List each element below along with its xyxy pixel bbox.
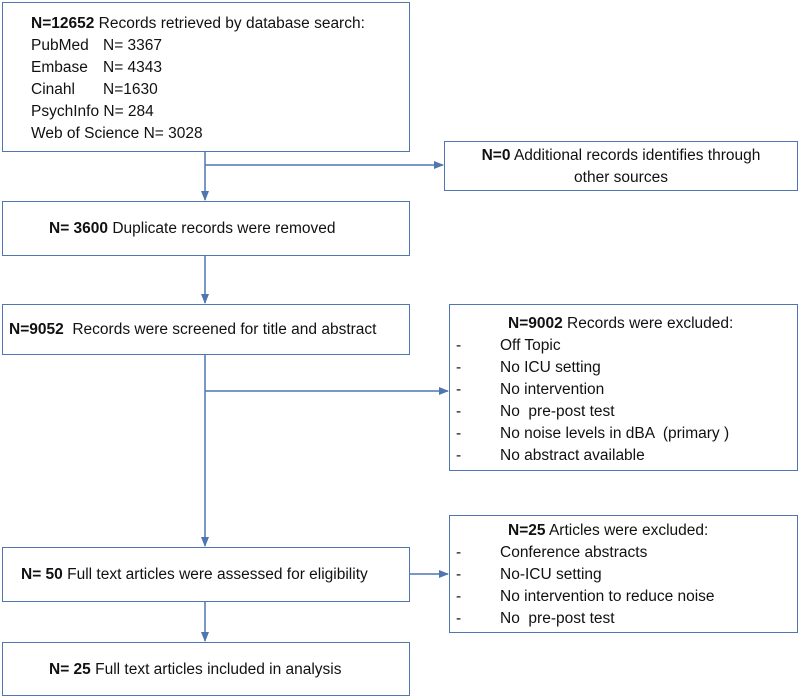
fulltext-text: Full text articles were assessed for eli… — [67, 566, 368, 583]
source-count: N= 3367 — [103, 37, 163, 54]
reason-text: No noise levels in dBA (primary ) — [500, 425, 730, 442]
additional-text: Additional records identifies through — [513, 147, 761, 164]
screened-box: N=9052 Records were screened for title a… — [2, 304, 410, 355]
bullet-dash: - — [456, 566, 462, 583]
reason-text: No abstract available — [500, 447, 645, 464]
exclusion-reason: - No abstract available — [450, 445, 797, 467]
excluded-fulltext-count: N=25 — [508, 522, 546, 539]
fulltext-box: N= 50 Full text articles were assessed f… — [2, 547, 410, 602]
source-count: N= 4343 — [103, 59, 163, 76]
reason-text: No-ICU setting — [500, 566, 602, 583]
excluded-screening-count: N=9002 — [508, 315, 563, 332]
reason-text: No intervention to reduce noise — [500, 588, 715, 605]
bullet-dash: - — [456, 381, 462, 398]
reason-text: No intervention — [500, 381, 605, 398]
source-item: Cinahl N=1630 — [31, 79, 399, 101]
additional-text-2: other sources — [574, 169, 668, 186]
bullet-dash: - — [456, 610, 462, 627]
excluded-fulltext-text: Articles were excluded: — [548, 522, 709, 539]
source-count: N= 284 — [103, 103, 154, 120]
additional-records-box: N=0 Additional records identifies throug… — [444, 141, 798, 191]
source-name: Web of Science — [31, 125, 140, 142]
included-box: N= 25 Full text articles included in ana… — [2, 642, 410, 696]
identification-box: N=12652 Records retrieved by database se… — [2, 2, 410, 152]
bullet-dash: - — [456, 544, 462, 561]
included-text: Full text articles included in analysis — [95, 661, 342, 678]
exclusion-reason: - No intervention to reduce noise — [450, 586, 797, 608]
exclusion-reason: - No ICU setting — [450, 357, 797, 379]
source-name: PubMed — [31, 37, 89, 54]
excluded-screening-reasons: - Off Topic - No ICU setting - No interventio… — [450, 335, 797, 467]
bullet-dash: - — [456, 447, 462, 464]
reason-text: Conference abstracts — [500, 544, 648, 561]
exclusion-reason: - No pre-post test — [450, 401, 797, 423]
source-count: N=1630 — [103, 81, 158, 98]
exclusion-reason: - No-ICU setting — [450, 564, 797, 586]
reason-text: No ICU setting — [500, 359, 601, 376]
exclusion-reason: - No pre-post test — [450, 608, 797, 630]
screened-text: Records were screened for title and abst… — [72, 321, 377, 338]
source-name: Cinahl — [31, 81, 75, 98]
source-item: Embase N= 4343 — [31, 57, 399, 79]
excluded-screening-box: N=9002 Records were excluded: - Off Topic… — [449, 304, 798, 471]
duplicates-box: N= 3600 Duplicate records were removed — [2, 201, 410, 256]
reason-text: No pre-post test — [500, 403, 615, 420]
fulltext-count: N= 50 — [21, 566, 63, 583]
source-name: PsychInfo — [31, 103, 100, 120]
exclusion-reason: - No intervention — [450, 379, 797, 401]
reason-text: Off Topic — [500, 337, 561, 354]
excluded-fulltext-box: N=25 Articles were excluded: - Conference… — [449, 515, 798, 633]
identification-count: N=12652 — [31, 15, 95, 32]
exclusion-reason: - Off Topic — [450, 335, 797, 357]
duplicates-count: N= 3600 — [49, 220, 109, 237]
bullet-dash: - — [456, 337, 462, 354]
screened-count: N=9052 — [9, 321, 64, 338]
excluded-screening-text: Records were excluded: — [567, 315, 734, 332]
bullet-dash: - — [456, 588, 462, 605]
source-item: PubMed N= 3367 — [31, 35, 399, 57]
bullet-dash: - — [456, 403, 462, 420]
source-count: N= 3028 — [143, 125, 203, 142]
exclusion-reason: - Conference abstracts — [450, 542, 797, 564]
identification-text: Records retrieved by database search: — [98, 15, 365, 32]
source-name: Embase — [31, 59, 88, 76]
bullet-dash: - — [456, 359, 462, 376]
reason-text: No pre-post test — [500, 610, 615, 627]
bullet-dash: - — [456, 425, 462, 442]
excluded-fulltext-reasons: - Conference abstracts - No-ICU setting - No … — [450, 542, 797, 630]
source-item: PsychInfo N= 284 — [31, 101, 399, 123]
included-count: N= 25 — [49, 661, 91, 678]
source-item: Web of Science N= 3028 — [31, 123, 399, 145]
duplicates-text: Duplicate records were removed — [112, 220, 336, 237]
exclusion-reason: - No noise levels in dBA (primary ) — [450, 423, 797, 445]
additional-count: N=0 — [481, 147, 511, 164]
